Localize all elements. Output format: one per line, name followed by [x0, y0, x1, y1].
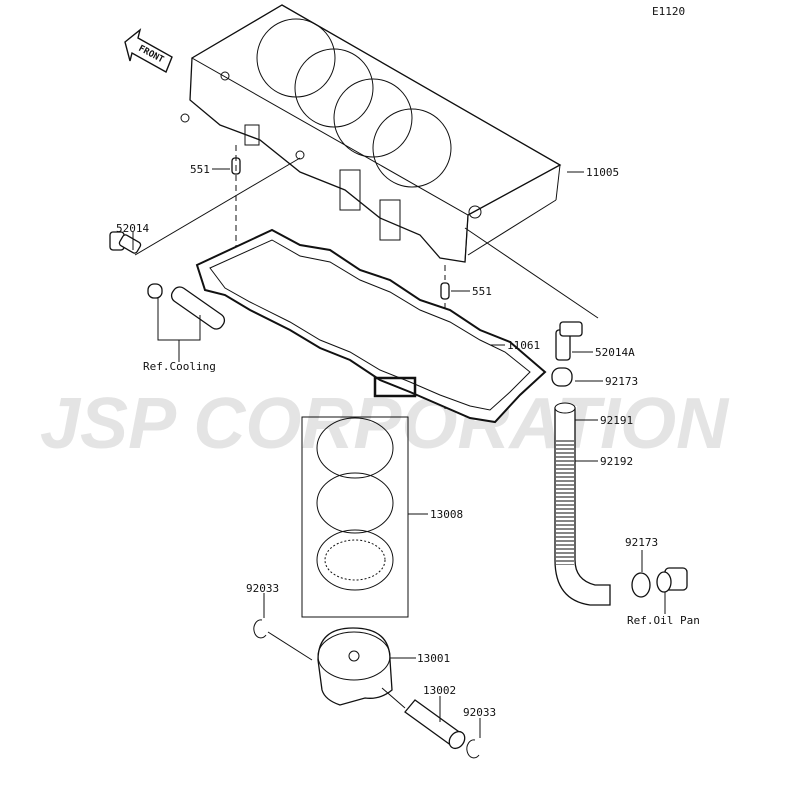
- dowel-pin-lower: [440, 282, 450, 300]
- callout-92033-right: 92033: [463, 706, 496, 719]
- callout-551-lower: 551: [472, 285, 492, 298]
- clamp-92173-upper: [551, 367, 573, 387]
- piston: [317, 627, 393, 706]
- callout-92173-lower: 92173: [625, 536, 658, 549]
- snap-ring-left: [253, 619, 267, 639]
- callout-52014a: 52014A: [595, 346, 635, 359]
- ref-cooling: Ref.Cooling: [143, 360, 216, 373]
- callout-13002: 13002: [423, 684, 456, 697]
- fitting-52014: [109, 231, 142, 254]
- callout-92191: 92191: [600, 414, 633, 427]
- callout-13008: 13008: [430, 508, 463, 521]
- piston-pin: [404, 699, 466, 750]
- fitting-52014a: [555, 321, 583, 361]
- cooling-hose: [170, 286, 226, 330]
- snap-ring-right: [466, 739, 480, 759]
- callout-92173-upper: 92173: [605, 375, 638, 388]
- piston-rings: [316, 417, 394, 591]
- piston-ring-box: [301, 416, 409, 618]
- callout-13001: 13001: [417, 652, 450, 665]
- front-arrow-icon: FRONT: [124, 28, 173, 73]
- callout-11061: 11061: [507, 339, 540, 352]
- watermark: JSP CORPORATION: [40, 384, 730, 464]
- oil-hose: [554, 402, 611, 606]
- callout-11005: 11005: [586, 166, 619, 179]
- hose-clamp-cooling: [147, 283, 163, 299]
- clamp-92173-lower: [631, 572, 651, 598]
- diagram-code: E1120: [652, 5, 685, 18]
- ref-oil-pan: Ref.Oil Pan: [627, 614, 700, 627]
- callout-92033-left: 92033: [246, 582, 279, 595]
- cylinder-gasket: [195, 228, 547, 424]
- oil-pan-fitting: [656, 567, 688, 593]
- callout-551-upper: 551: [190, 163, 210, 176]
- callout-52014: 52014: [116, 222, 149, 235]
- cylinder-block: [180, 4, 562, 263]
- callout-92192: 92192: [600, 455, 633, 468]
